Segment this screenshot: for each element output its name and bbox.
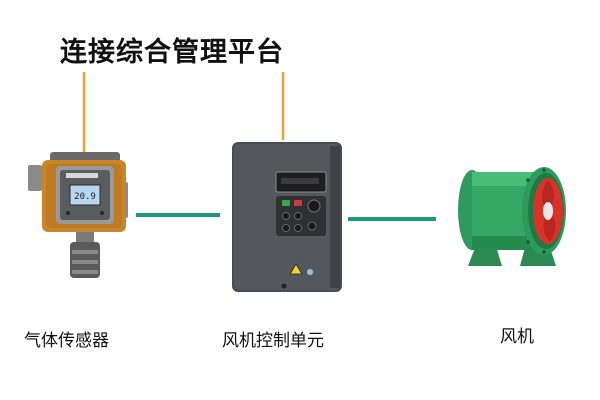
fan-label: 风机 <box>500 327 534 347</box>
gas-sensor-device: 20.9 <box>28 152 128 278</box>
fan-control-unit-label: 风机控制单元 <box>222 331 324 351</box>
sensor-lcd-reading: 20.9 <box>74 192 96 202</box>
diagram-title: 连接综合管理平台 <box>60 37 284 68</box>
inverter-device <box>232 142 342 292</box>
axial-fan-device <box>458 167 566 266</box>
gas-sensor-label: 气体传感器 <box>24 331 109 351</box>
